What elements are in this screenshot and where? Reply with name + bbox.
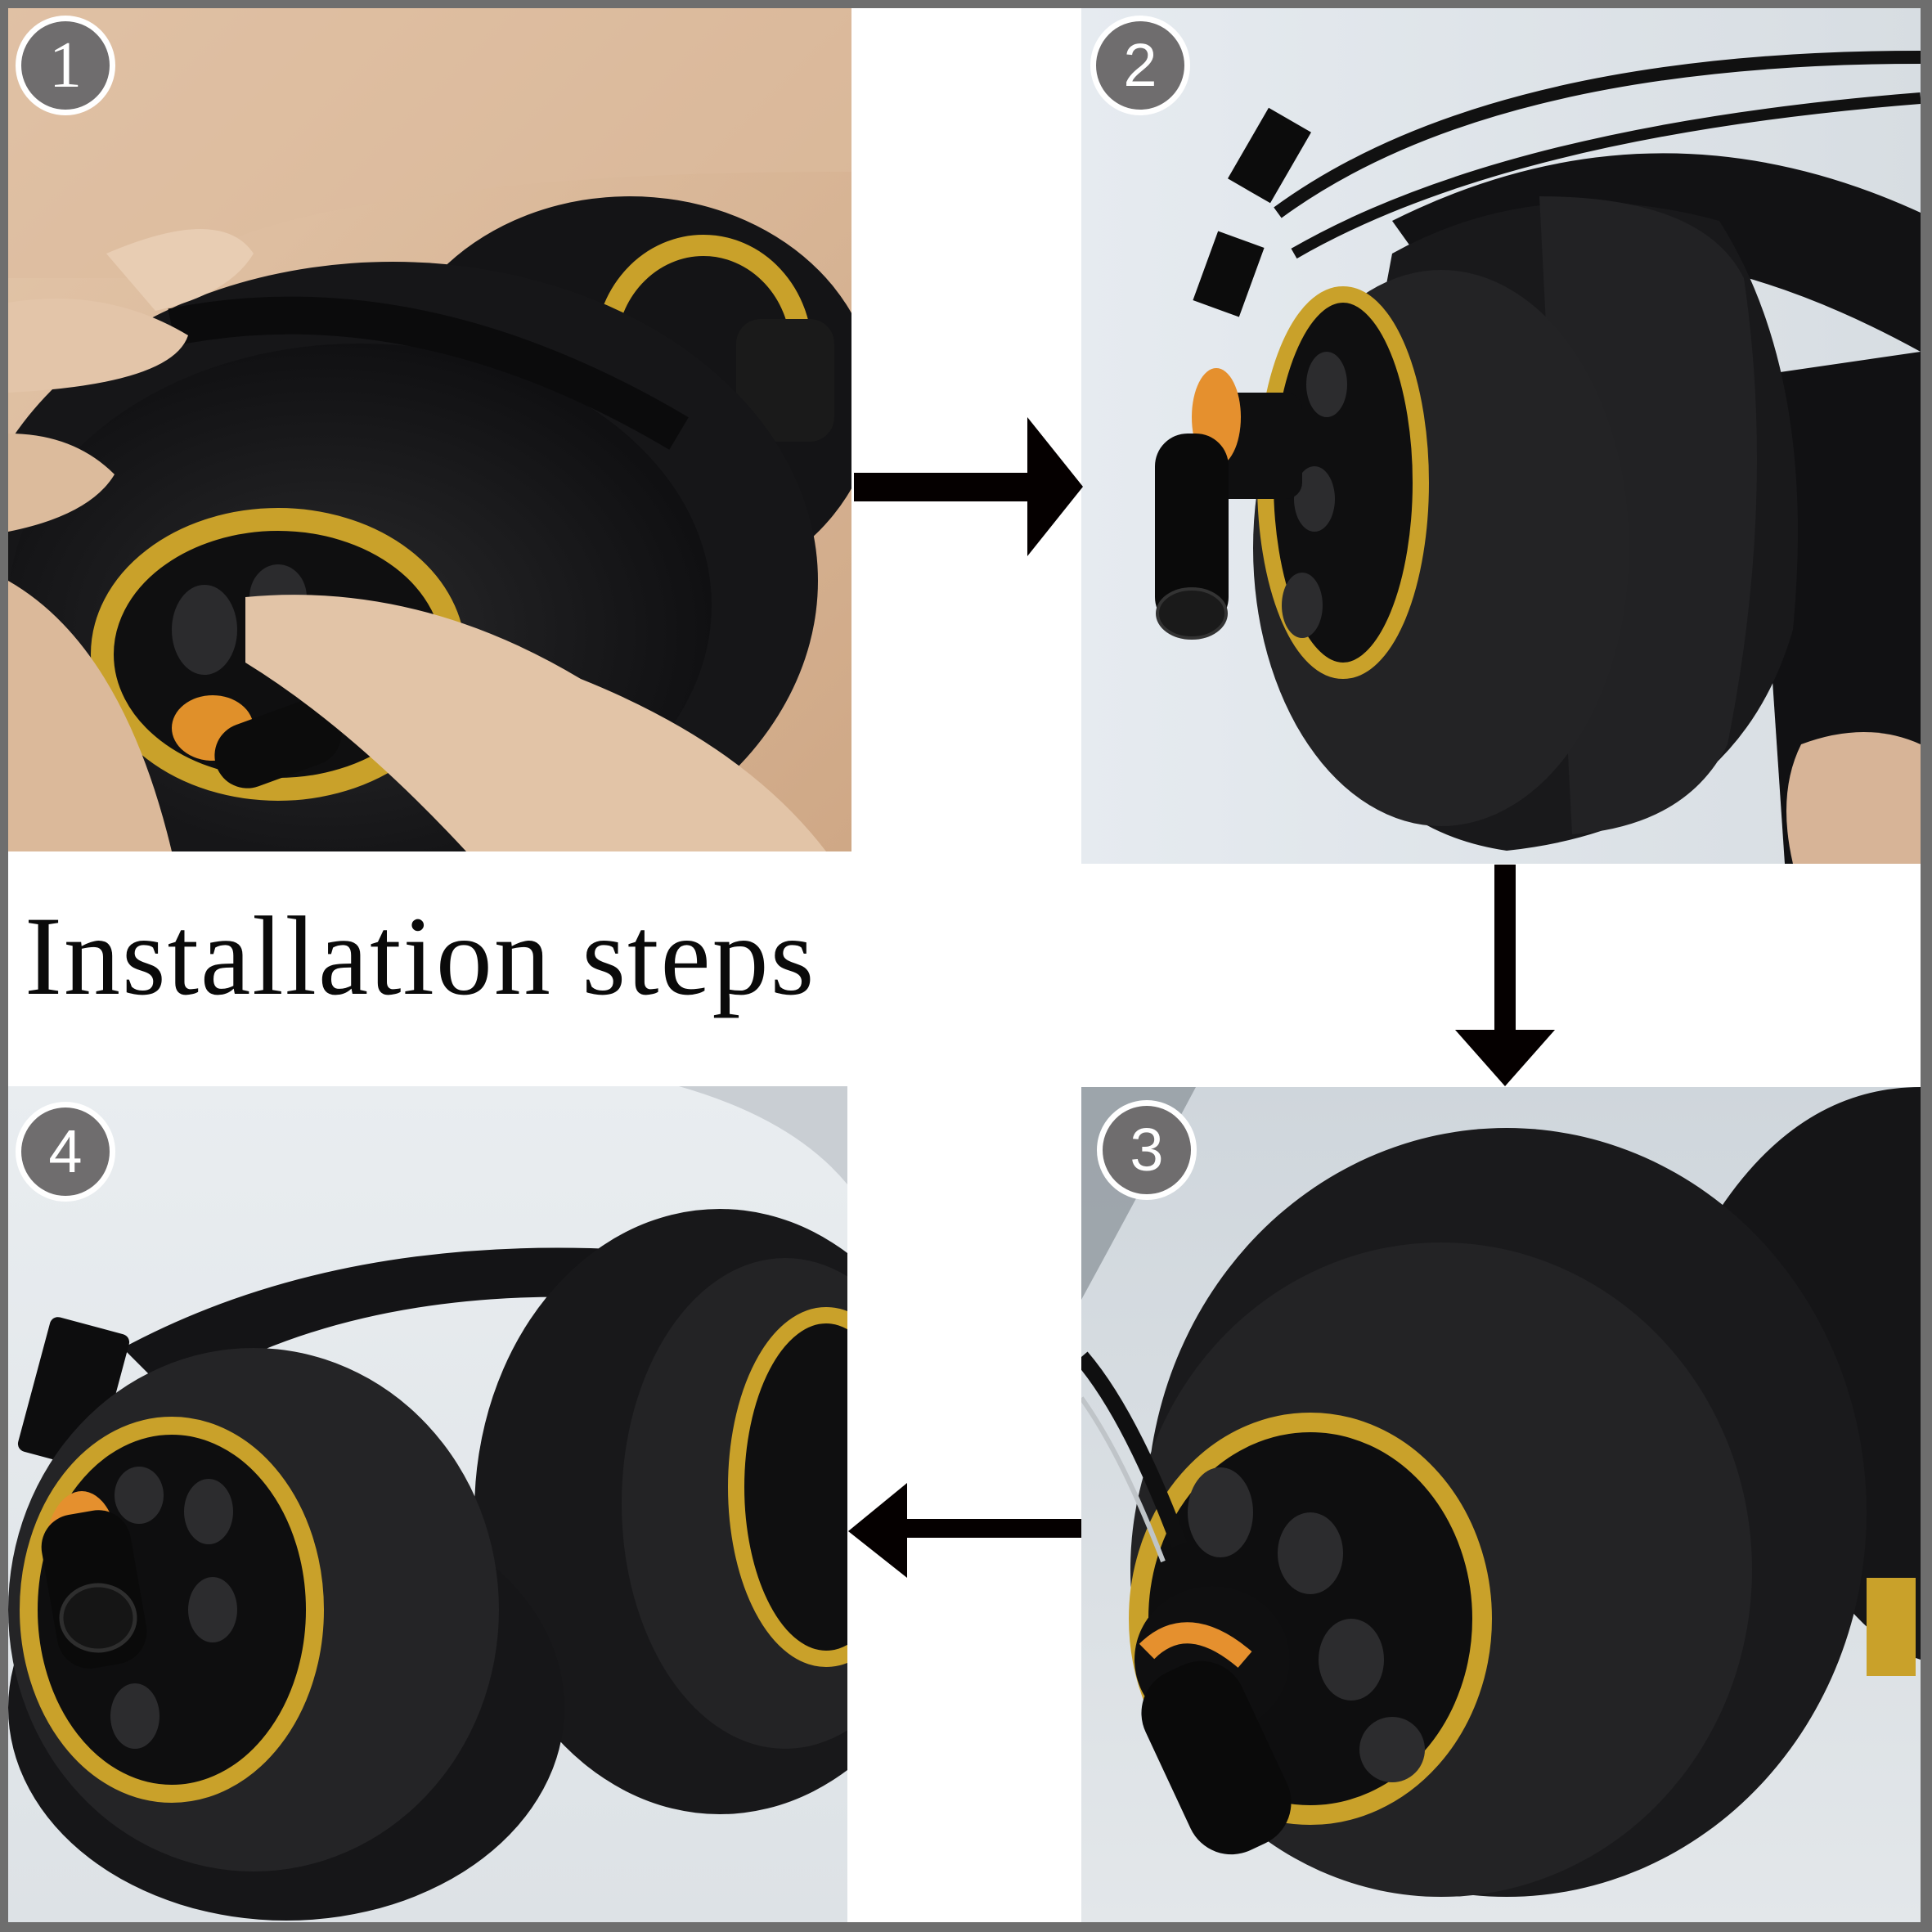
step-1-photo: 1	[8, 8, 851, 851]
step-4-photo: 4	[8, 1086, 847, 1922]
step-1-number: 1	[49, 29, 82, 101]
step-4-number: 4	[48, 1117, 83, 1185]
step-3-image	[1081, 1087, 1921, 1922]
step-2-badge: 2	[1090, 16, 1190, 115]
arrow-left-icon	[848, 1483, 1081, 1578]
step-1-badge: 1	[16, 16, 115, 115]
step-3-number: 3	[1130, 1116, 1164, 1184]
step-3-badge: 3	[1097, 1100, 1197, 1200]
page-title: Installation steps	[25, 893, 816, 1018]
arrow-down-icon	[1455, 865, 1555, 1086]
arrow-right-icon	[854, 417, 1083, 556]
step-4-image	[8, 1086, 847, 1922]
step-2-number: 2	[1123, 31, 1157, 99]
step-2-photo: 2	[1081, 8, 1921, 864]
step-4-badge: 4	[16, 1102, 115, 1202]
installation-infographic: 1	[8, 8, 1921, 1922]
step-3-photo: 3	[1081, 1087, 1921, 1922]
step-1-image	[8, 8, 851, 851]
step-2-image	[1081, 8, 1921, 864]
